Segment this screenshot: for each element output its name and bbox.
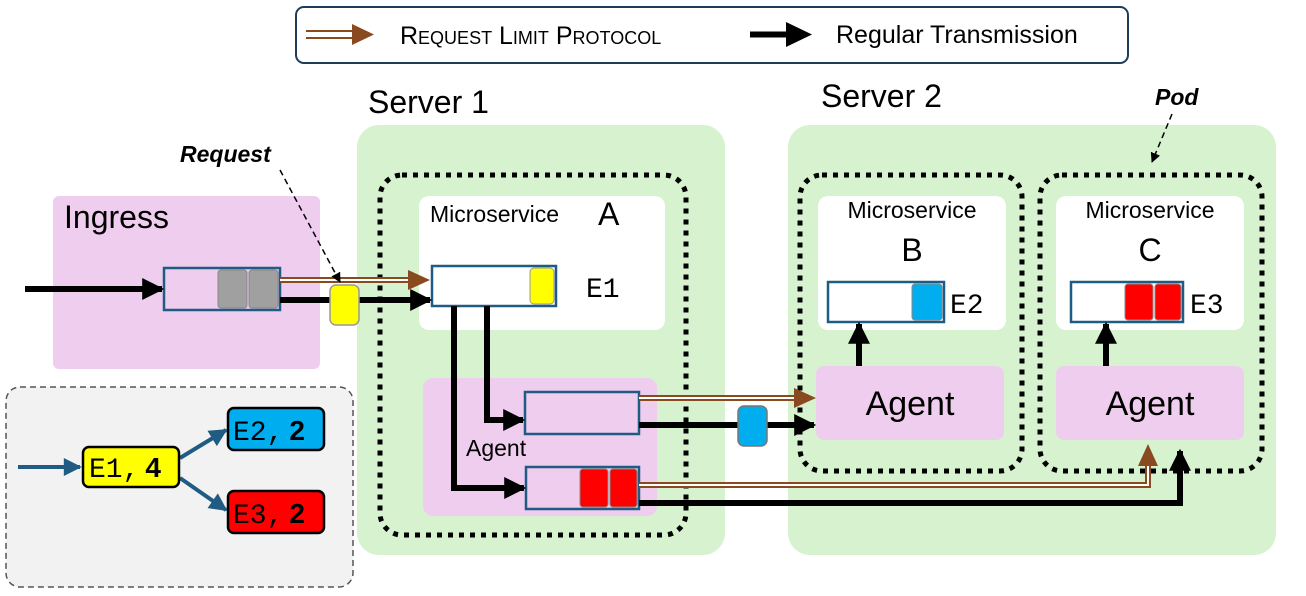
e3-label: E3 [1190,291,1224,322]
microservice-a-title: Microservice [430,201,559,227]
microservice-b-letter: B [901,232,922,268]
server1-agent-label: Agent [466,435,527,461]
tree-node-e3: E3,2 [226,489,326,535]
protocol-arrow-legend-icon [306,24,374,45]
pod-b-border [797,172,1025,474]
e2-label: E2 [950,291,984,322]
request-annotation: Request [180,141,272,167]
e2-queue [826,280,946,324]
queued-request [609,468,638,508]
pod-a-border [377,172,689,538]
agent-c-box [1056,366,1244,440]
regular-arrow-legend-icon [750,22,812,47]
microservice-b-title: Microservice [847,197,976,223]
tree-node-e2-sep: , [267,418,284,449]
protocol-agent-to-agent-c-arrow [639,444,1158,488]
agent-b-label: Agent [866,385,955,423]
legend-regular-label: Regular Transmission [836,21,1078,49]
tree-node-e1-sep: , [123,455,140,486]
microservice-c-letter: C [1138,232,1161,268]
tree-branch-arrow-e3 [178,476,228,512]
queued-request [529,267,555,305]
agent-queue-c [524,465,641,511]
svg-text:E3,2: E3,2 [233,498,305,532]
e1-label: E1 [586,275,620,306]
e1-queue [430,264,558,308]
protocol-agent-to-agent-b-arrow [639,388,816,408]
microservice-a-letter: A [598,196,620,232]
tree-node-e1-endpoint: E1 [89,455,123,486]
agent-b-box [816,366,1004,440]
protocol-ingress-to-e1-arrow [280,270,430,290]
protocol-arrows [280,270,1158,488]
legend-box [295,6,1129,64]
server2-label: Server 2 [821,78,942,114]
tree-node-e2-count: 2 [289,415,305,446]
queued-request [1124,283,1154,321]
queued-request [1154,283,1182,321]
tree-node-e2: E2,2 [226,406,326,452]
ingress-label: Ingress [64,199,169,235]
in-transit-request-blue [737,405,768,447]
dependency-tree-panel: E1,4 E2,2 E3,2 [5,386,354,588]
tree-node-e1-count: 4 [145,452,161,483]
e1-to-agent-queue-b-arrow [484,306,526,431]
tree-node-e3-count: 2 [289,498,305,529]
in-transit-request-yellow [329,284,360,326]
tree-node-e2-endpoint: E2 [233,418,267,449]
e3-queue [1069,280,1185,324]
agent-to-agent-c-arrow [639,448,1191,506]
pod-annotation: Pod [1155,84,1199,110]
server1-label: Server 1 [368,84,489,120]
svg-text:E2,2: E2,2 [233,415,305,449]
pod-pointer-line [1150,113,1173,163]
agent-c-label: Agent [1106,385,1195,423]
queued-request [911,283,943,321]
tree-node-e3-sep: , [267,501,284,532]
legend: Request Limit Protocol Regular Transmiss… [295,6,1129,64]
tree-node-e1: E1,4 [81,445,181,489]
queued-request [248,269,279,309]
e1-to-agent-queue-c-arrow [451,306,527,499]
queued-request [217,269,248,309]
queued-request [579,468,609,508]
svg-text:E1,4: E1,4 [89,452,161,486]
tree-branch-arrow-e2 [178,428,228,460]
ingress-queue [162,266,282,312]
microservice-c-title: Microservice [1085,197,1214,223]
agent-queue-b [523,390,641,436]
tree-node-e3-endpoint: E3 [233,501,267,532]
legend-protocol-label: Request Limit Protocol [400,22,661,50]
regular-transmission-arrows [25,278,1191,506]
request-pointer-line [279,169,341,283]
